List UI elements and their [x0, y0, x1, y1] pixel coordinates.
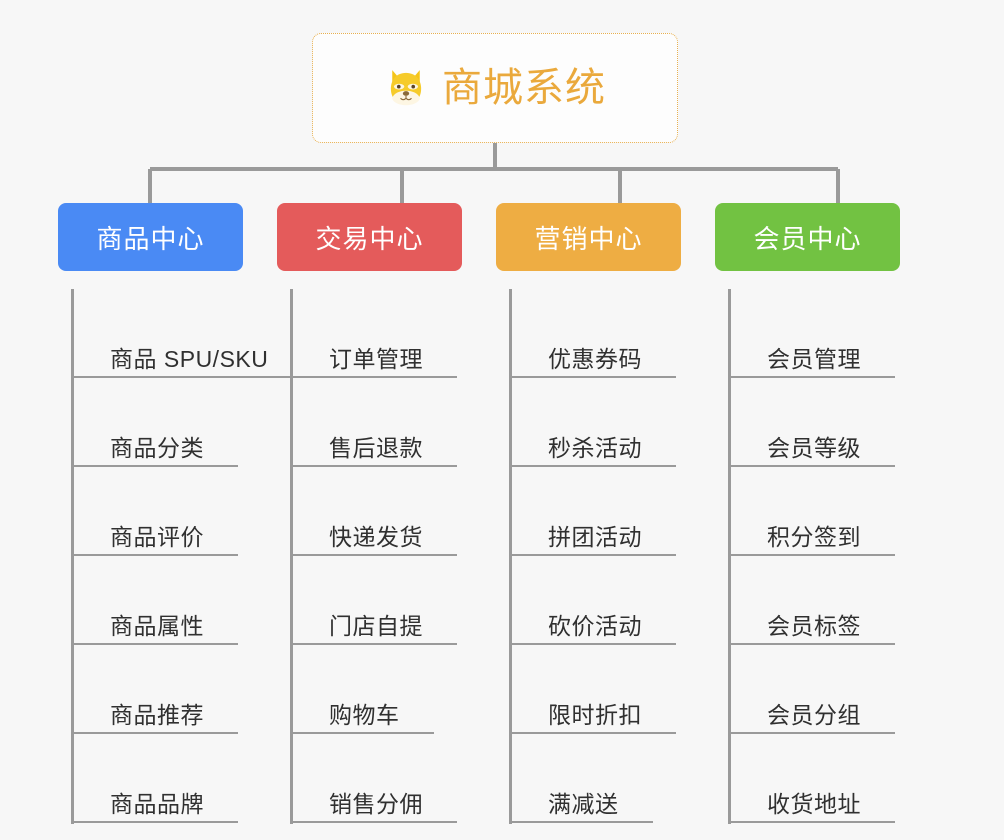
category-title: 交易中心 — [315, 223, 424, 254]
list-item[interactable]: 商品属性 — [74, 556, 277, 645]
leaf-underline — [293, 732, 434, 734]
list-item[interactable]: 商品评价 — [74, 467, 277, 556]
leaf-label: 秒杀活动 — [548, 434, 642, 461]
leaf-label: 商品 SPU/SKU — [110, 345, 269, 372]
category-title: 营销中心 — [534, 223, 643, 254]
leaf-label: 售后退款 — [329, 434, 423, 461]
leaf-underline — [731, 732, 895, 734]
leaf-label: 商品属性 — [110, 612, 204, 639]
leaf-label: 会员分组 — [767, 701, 861, 728]
list-item[interactable]: 商品品牌 — [74, 734, 277, 823]
list-item[interactable]: 会员分组 — [731, 645, 934, 734]
leaf-underline — [512, 643, 676, 645]
list-item[interactable]: 商品 SPU/SKU — [74, 289, 290, 378]
list-item[interactable]: 砍价活动 — [512, 556, 715, 645]
leaf-label: 优惠券码 — [548, 345, 642, 372]
leaf-label: 购物车 — [329, 701, 400, 728]
list-item[interactable]: 门店自提 — [293, 556, 496, 645]
leaf-label: 商品品牌 — [110, 790, 204, 817]
leaf-underline — [74, 554, 238, 556]
leaf-underline — [512, 732, 676, 734]
leaf-label: 会员管理 — [767, 345, 861, 372]
list-item[interactable]: 优惠券码 — [512, 289, 715, 378]
leaf-label: 商品评价 — [110, 523, 204, 550]
leaf-underline — [74, 643, 238, 645]
list-item[interactable]: 会员标签 — [731, 556, 934, 645]
leaf-label: 快递发货 — [329, 523, 423, 550]
leaf-underline — [293, 821, 457, 823]
leaf-underline — [731, 821, 895, 823]
leaf-label: 收货地址 — [767, 790, 861, 817]
leaf-label: 商品推荐 — [110, 701, 204, 728]
leaf-label: 满减送 — [548, 790, 619, 817]
root-title: 商城系统 — [442, 66, 606, 110]
list-item[interactable]: 拼团活动 — [512, 467, 715, 556]
leaf-underline — [512, 821, 653, 823]
leaf-underline — [293, 554, 457, 556]
leaf-underline — [731, 465, 895, 467]
list-item[interactable]: 限时折扣 — [512, 645, 715, 734]
column-marketing-center: 营销中心 优惠券码 秒杀活动 拼团活动 砍价活动 — [496, 203, 715, 840]
leaf-underline — [512, 554, 676, 556]
leaf-underline — [293, 376, 457, 378]
category-header-trade-center[interactable]: 交易中心 — [277, 203, 462, 271]
root-node[interactable]: 商城系统 — [312, 33, 678, 143]
leaf-label: 拼团活动 — [548, 523, 642, 550]
leaf-underline — [293, 465, 457, 467]
leaf-list-product-center: 商品 SPU/SKU 商品分类 商品评价 商品属性 商品推荐 — [71, 289, 290, 824]
list-item[interactable]: 满减送 — [512, 734, 715, 823]
list-item[interactable]: 商品推荐 — [74, 645, 277, 734]
leaf-underline — [293, 643, 457, 645]
leaf-list-member-center: 会员管理 会员等级 积分签到 会员标签 会员分组 — [728, 289, 934, 824]
leaf-underline — [731, 643, 895, 645]
dog-face-icon — [390, 70, 422, 106]
leaf-list-trade-center: 订单管理 售后退款 快递发货 门店自提 购物车 — [290, 289, 496, 824]
category-title: 会员中心 — [753, 223, 862, 254]
leaf-underline — [731, 376, 895, 378]
leaf-label: 砍价活动 — [548, 612, 642, 639]
category-title: 商品中心 — [96, 223, 205, 254]
list-item[interactable]: 秒杀活动 — [512, 378, 715, 467]
leaf-label: 销售分佣 — [329, 790, 423, 817]
list-item[interactable]: 售后退款 — [293, 378, 496, 467]
category-header-member-center[interactable]: 会员中心 — [715, 203, 900, 271]
list-item[interactable]: 会员等级 — [731, 378, 934, 467]
leaf-label: 积分签到 — [767, 523, 861, 550]
leaf-label: 商品分类 — [110, 434, 204, 461]
list-item[interactable]: 销售分佣 — [293, 734, 496, 823]
list-item[interactable]: 收货地址 — [731, 734, 934, 823]
leaf-label: 会员标签 — [767, 612, 861, 639]
leaf-underline — [74, 821, 238, 823]
leaf-underline — [512, 376, 676, 378]
leaf-label: 订单管理 — [329, 345, 423, 372]
leaf-label: 会员等级 — [767, 434, 861, 461]
category-header-marketing-center[interactable]: 营销中心 — [496, 203, 681, 271]
leaf-underline — [512, 465, 676, 467]
column-trade-center: 交易中心 订单管理 售后退款 快递发货 门店自提 — [277, 203, 496, 840]
leaf-label: 门店自提 — [329, 612, 423, 639]
list-item[interactable]: 积分签到 — [731, 467, 934, 556]
category-header-product-center[interactable]: 商品中心 — [58, 203, 243, 271]
column-member-center: 会员中心 会员管理 会员等级 积分签到 会员标签 — [715, 203, 934, 840]
leaf-underline — [74, 465, 238, 467]
leaf-underline — [74, 732, 238, 734]
list-item[interactable]: 会员管理 — [731, 289, 934, 378]
list-item[interactable]: 快递发货 — [293, 467, 496, 556]
category-columns: 商品中心 商品 SPU/SKU 商品分类 商品评价 商品属性 — [0, 203, 1004, 840]
leaf-underline — [731, 554, 895, 556]
leaf-list-marketing-center: 优惠券码 秒杀活动 拼团活动 砍价活动 限时折扣 — [509, 289, 715, 824]
list-item[interactable]: 购物车 — [293, 645, 496, 734]
leaf-underline — [74, 376, 290, 378]
tree-connectors — [148, 143, 840, 208]
column-product-center: 商品中心 商品 SPU/SKU 商品分类 商品评价 商品属性 — [58, 203, 290, 840]
list-item[interactable]: 商品分类 — [74, 378, 277, 467]
list-item[interactable]: 订单管理 — [293, 289, 496, 378]
leaf-label: 限时折扣 — [548, 701, 642, 728]
